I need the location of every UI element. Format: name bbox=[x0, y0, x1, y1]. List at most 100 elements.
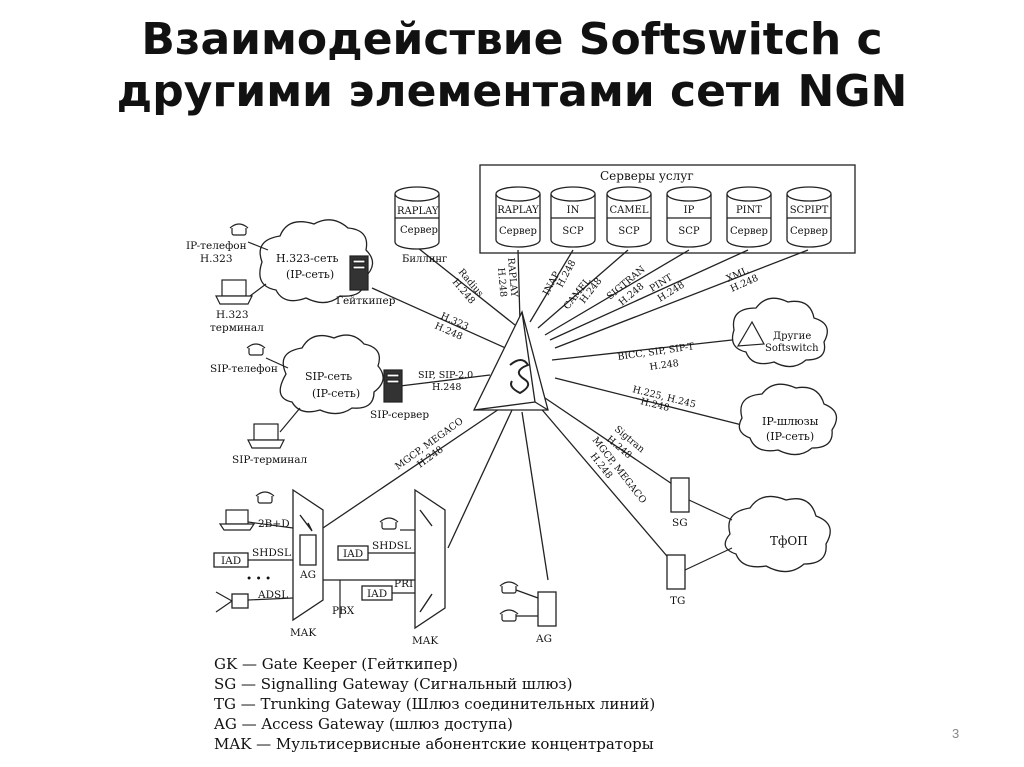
server-cylinder-2 bbox=[606, 186, 652, 248]
sip-net-line2: (IP-сеть) bbox=[312, 387, 360, 400]
sg-box bbox=[670, 477, 690, 513]
iad-label-1: IAD bbox=[221, 555, 241, 567]
server-top-label-5: SCPIPT bbox=[790, 205, 829, 216]
mak-phone-icon bbox=[255, 491, 275, 504]
server-cylinder-4 bbox=[726, 186, 772, 248]
service-servers-box bbox=[479, 164, 856, 254]
h323-terminal-label-1: H.323 bbox=[216, 309, 249, 321]
billing-server bbox=[394, 186, 440, 250]
ag-left-box bbox=[299, 534, 317, 566]
link-sg bbox=[544, 397, 679, 489]
adsl-label: ADSL bbox=[257, 589, 288, 601]
softswitch-icon bbox=[509, 359, 530, 395]
link-scpipt bbox=[554, 249, 809, 349]
pstn-label: ТфОП bbox=[770, 534, 808, 548]
server-bottom-label-0: Сервер bbox=[499, 226, 537, 237]
server-bottom-label-1: SCP bbox=[562, 226, 584, 237]
pbx-phone-icon bbox=[379, 517, 399, 530]
server-top-label-2: CAMEL bbox=[609, 205, 648, 216]
link-ag-bottom bbox=[521, 411, 549, 581]
mak-left-label: MAK bbox=[290, 627, 316, 639]
link-sip-server bbox=[399, 374, 491, 387]
mak-laptop-icon bbox=[218, 509, 256, 531]
page-number: 3 bbox=[952, 726, 960, 741]
label-bicc-2: H.248 bbox=[649, 358, 680, 373]
server-bottom-label-2: SCP bbox=[618, 226, 640, 237]
ip-gateways-line1: IP-шлюзы bbox=[762, 415, 819, 428]
server-top-label-1: IN bbox=[567, 205, 580, 216]
other-softswitch-line2: Softswitch bbox=[765, 343, 819, 354]
label-raplay-1: RAPLAY bbox=[505, 257, 519, 298]
server-cylinder-3 bbox=[666, 186, 712, 248]
server-top-label-4: PINT bbox=[736, 205, 762, 216]
iad-label-3: IAD bbox=[367, 588, 387, 600]
server-cylinder-1 bbox=[550, 186, 596, 248]
pri-label: PRI bbox=[394, 578, 413, 590]
link-gatekeeper bbox=[371, 287, 511, 351]
ip-gateways-line2: (IP-сеть) bbox=[766, 430, 814, 443]
shdsl-label-1: SHDSL bbox=[252, 547, 291, 559]
label-bicc-1: BICC, SIP, SIP-T bbox=[617, 341, 696, 363]
ip-phone-icon bbox=[229, 223, 249, 236]
title-line-2: другими элементами сети NGN bbox=[116, 66, 908, 117]
ag-bottom-box bbox=[537, 591, 557, 627]
h323-cloud bbox=[259, 219, 374, 304]
server-bottom-label-4: Сервер bbox=[730, 226, 768, 237]
iad-label-2: IAD bbox=[343, 548, 363, 560]
sip-phone-label: SIP-телефон bbox=[210, 363, 278, 375]
servers-group-label: Серверы услуг bbox=[600, 169, 694, 183]
sg-label: SG bbox=[672, 517, 688, 529]
other-softswitch-cloud bbox=[731, 297, 828, 368]
mak-pbx-trapezoid bbox=[414, 488, 446, 630]
adsl-box bbox=[231, 593, 249, 609]
sip-server-label: SIP-сервер bbox=[370, 409, 429, 421]
billing-server-top: RAPLAY bbox=[397, 206, 439, 217]
label-sip-1: SIP, SIP-2.0 bbox=[418, 370, 473, 381]
link-raplay bbox=[517, 249, 521, 323]
ag-phone-icon-2 bbox=[499, 609, 519, 622]
server-cylinder-5 bbox=[786, 186, 832, 248]
link-pint bbox=[549, 249, 749, 341]
server-bottom-label-5: Сервер bbox=[790, 226, 828, 237]
server-cylinder-0 bbox=[495, 186, 541, 248]
tg-label: TG bbox=[670, 595, 685, 607]
shdsl-label-2: SHDSL bbox=[372, 540, 411, 552]
sip-terminal-label: SIP-терминал bbox=[232, 454, 308, 466]
legend-tg: TG — Trunking Gateway (Шлюз соединительн… bbox=[214, 695, 656, 713]
tg-box bbox=[666, 554, 686, 590]
gatekeeper-label: Гейткипер bbox=[336, 295, 396, 307]
ip-phone-label-1: IP-телефон bbox=[186, 240, 247, 252]
link-billing bbox=[417, 247, 516, 326]
server-top-label-0: RAPLAY bbox=[497, 205, 539, 216]
sip-server-icon bbox=[383, 369, 403, 403]
h323-terminal-label-2: терминал bbox=[210, 322, 264, 334]
other-softswitch-line1: Другие bbox=[773, 331, 811, 342]
server-bottom-label-3: SCP bbox=[678, 226, 700, 237]
link-in bbox=[529, 249, 574, 323]
link-ip-gateways bbox=[554, 377, 743, 426]
other-softswitch-icon bbox=[736, 320, 765, 347]
h323-laptop-icon bbox=[215, 279, 253, 305]
mak-pbx-label: MAK bbox=[412, 635, 438, 647]
legend-mak: MAK — Мультисервисные абонентские концен… bbox=[214, 735, 654, 753]
link-other-softswitch bbox=[551, 339, 733, 361]
dots-label: • • • bbox=[246, 573, 271, 585]
billing-caption: Биллинг bbox=[402, 254, 447, 265]
legend-sg: SG — Signalling Gateway (Сигнальный шлюз… bbox=[214, 675, 573, 693]
link-ip bbox=[544, 249, 690, 336]
ag-left-label: AG bbox=[299, 569, 316, 581]
sip-net-line1: SIP-сеть bbox=[305, 370, 352, 383]
label-sip-2: H.248 bbox=[432, 382, 461, 393]
link-mak-pbx bbox=[447, 409, 513, 549]
gatekeeper-server-icon bbox=[349, 255, 369, 291]
ip-phone-label-2: H.323 bbox=[200, 253, 233, 265]
sip-cloud bbox=[279, 334, 384, 415]
h323-net-line2: (IP-сеть) bbox=[286, 268, 334, 281]
legend-ag: AG — Access Gateway (шлюз доступа) bbox=[214, 715, 513, 733]
billing-server-bottom: Сервер bbox=[400, 225, 438, 236]
legend: GK — Gate Keeper (Гейткипер) SG — Signal… bbox=[214, 654, 655, 754]
label-raplay-2: H.248 bbox=[495, 267, 509, 297]
link-mak-left bbox=[319, 404, 506, 531]
legend-gk: GK — Gate Keeper (Гейткипер) bbox=[214, 655, 458, 673]
